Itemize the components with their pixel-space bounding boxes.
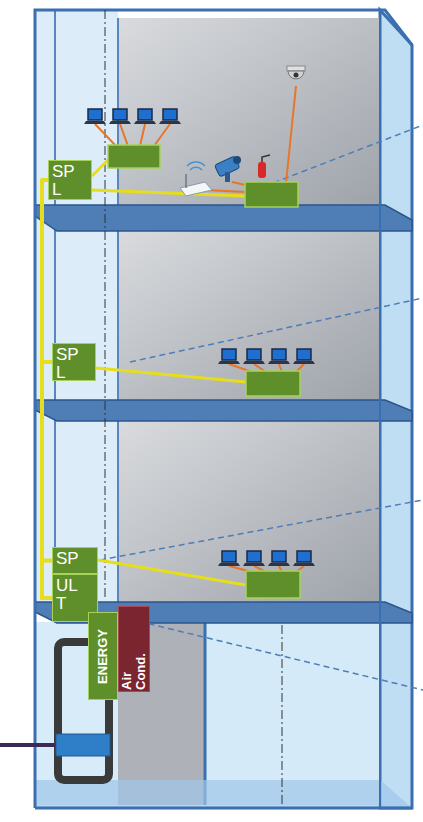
camera-lens xyxy=(294,73,299,78)
extinguisher-body xyxy=(258,162,266,178)
laptop-icon xyxy=(218,551,240,566)
camera-lens xyxy=(233,156,241,164)
switch-box xyxy=(246,571,300,598)
basement-room xyxy=(35,622,118,805)
building-frame xyxy=(379,10,381,808)
back-wall xyxy=(118,420,380,603)
dome-camera xyxy=(287,66,305,79)
patch-cord xyxy=(120,124,128,146)
basement-room xyxy=(205,622,380,805)
patch-cord xyxy=(95,124,116,146)
laptop-icon xyxy=(243,551,265,566)
backbone-cable xyxy=(42,362,52,598)
camera-mount xyxy=(287,66,305,71)
patch-cords xyxy=(95,86,304,572)
entrance-box xyxy=(56,734,110,756)
camera-stand xyxy=(225,172,230,182)
air-conditioning-box: Air Cond. xyxy=(118,606,150,692)
floor-slab xyxy=(35,400,412,421)
laptop-icon xyxy=(243,349,265,364)
shaft-edge xyxy=(54,10,56,605)
splitter-box: SP L xyxy=(52,343,96,381)
building-frame xyxy=(35,807,412,810)
node-label: UL T xyxy=(56,577,94,613)
patch-cord xyxy=(286,86,296,183)
node-label: ENERGY xyxy=(96,629,110,684)
laptop-icon xyxy=(293,349,315,364)
laptop-icon xyxy=(84,109,106,124)
splitter-box: SP xyxy=(52,547,98,574)
camera-dome xyxy=(288,71,304,79)
building-frame xyxy=(35,10,412,808)
floor-slab xyxy=(35,205,412,231)
laptop-icon xyxy=(159,109,181,124)
patch-cord xyxy=(154,124,170,146)
fire-extinguisher xyxy=(258,155,270,178)
laptop-icon xyxy=(109,109,131,124)
node-label: SP L xyxy=(52,163,88,199)
laptop-icon xyxy=(134,109,156,124)
switch-box xyxy=(245,182,298,207)
router-antenna xyxy=(185,174,187,188)
patch-cord xyxy=(140,124,145,146)
laptop-icon xyxy=(268,349,290,364)
laptop-icon xyxy=(268,551,290,566)
wifi-wave xyxy=(190,167,202,170)
backbone-cable xyxy=(42,561,52,599)
axis-line xyxy=(105,10,106,600)
wifi-wave xyxy=(187,162,205,166)
leader-line xyxy=(255,125,423,190)
node-label: SP L xyxy=(56,346,92,382)
backbone-cable xyxy=(42,180,52,598)
wall-edge xyxy=(204,622,207,805)
wifi-router xyxy=(180,162,212,196)
switch-box xyxy=(246,371,300,396)
floor-plate xyxy=(35,780,412,808)
cable xyxy=(92,190,245,196)
switch-box xyxy=(108,145,160,168)
laptop-icon xyxy=(218,349,240,364)
router-body xyxy=(180,182,212,196)
extinguisher-hose xyxy=(262,155,270,162)
splitter-box: SP L xyxy=(48,160,92,200)
laptop-icon xyxy=(293,551,315,566)
security-camera xyxy=(214,156,241,182)
shaft xyxy=(35,10,118,610)
back-wall xyxy=(118,18,380,206)
energy-box: ENERGY xyxy=(88,612,118,700)
cable xyxy=(96,368,246,382)
node-label: Air Cond. xyxy=(120,608,148,690)
axis-line xyxy=(282,625,283,805)
service-cable xyxy=(0,743,56,747)
node-label: SP xyxy=(56,550,79,568)
